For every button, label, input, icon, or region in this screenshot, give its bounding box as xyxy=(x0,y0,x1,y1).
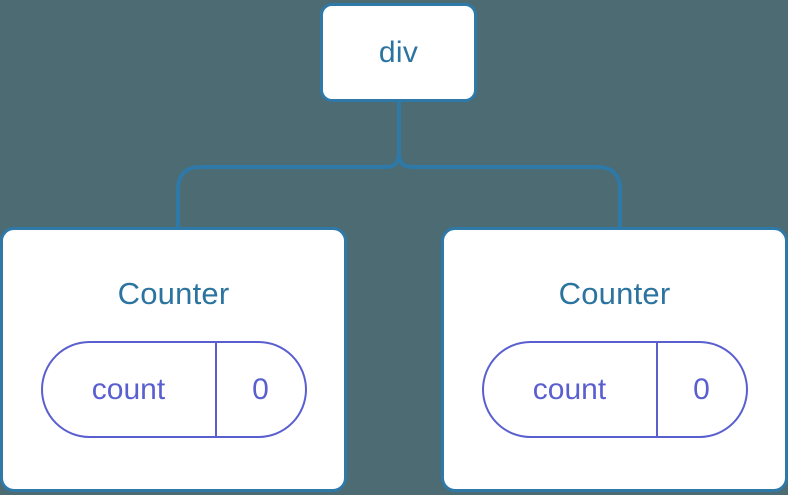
state-key-right: count xyxy=(484,343,658,436)
state-value-left: 0 xyxy=(252,372,269,406)
state-value-right: 0 xyxy=(693,372,710,406)
edge-junction-left xyxy=(198,150,401,169)
node-root-label: div xyxy=(378,35,419,69)
edge-to-right-child xyxy=(596,165,622,229)
state-pill-left[interactable]: count 0 xyxy=(40,341,307,438)
state-pill-right[interactable]: count 0 xyxy=(481,341,748,438)
node-counter-left-label: Counter xyxy=(117,276,230,311)
node-counter-right[interactable]: Counter count 0 xyxy=(441,227,788,492)
state-key-left: count xyxy=(43,343,217,436)
edge-to-left-child xyxy=(176,165,202,229)
edge-junction-right xyxy=(397,150,600,169)
node-counter-right-label: Counter xyxy=(558,276,671,311)
node-root-div[interactable]: div xyxy=(320,3,477,102)
node-counter-left[interactable]: Counter count 0 xyxy=(0,227,347,492)
